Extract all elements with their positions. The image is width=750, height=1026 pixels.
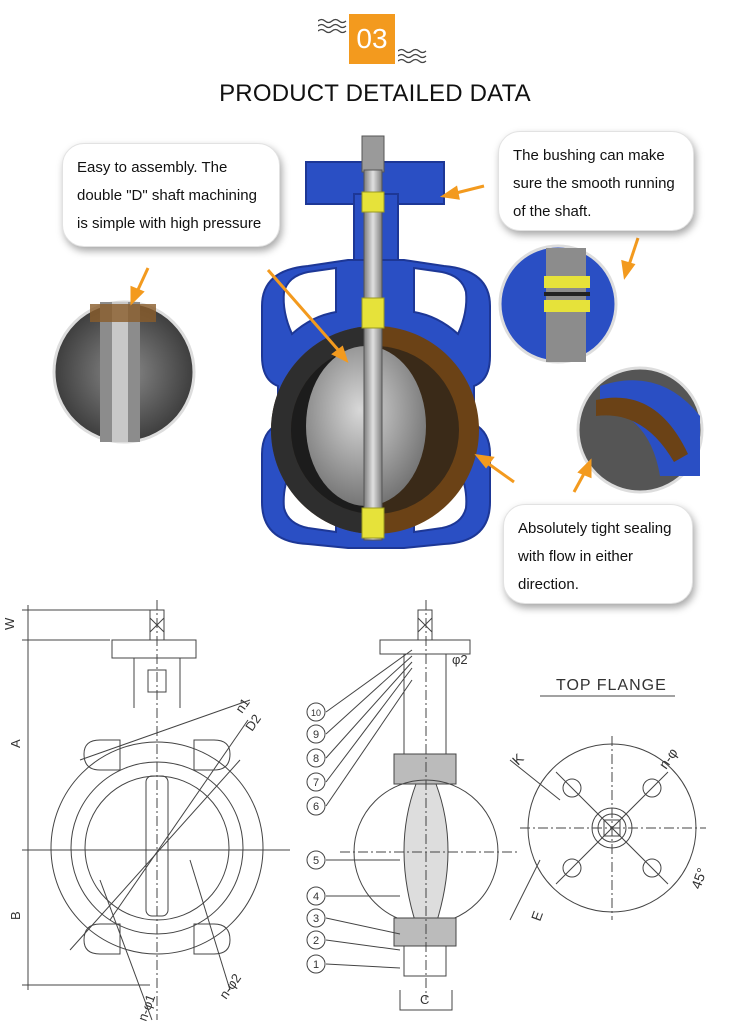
label-e: E (528, 909, 546, 923)
label-a: A (8, 739, 23, 748)
drawing-section-view (340, 600, 520, 1011)
callout-bushing-line-1: The bushing can make (513, 147, 665, 164)
part-leader-line (325, 963, 401, 969)
part-number-circle (306, 724, 326, 744)
part-number-circle (306, 908, 326, 928)
orange-arrows (130, 184, 640, 493)
callout-bushing-line-3: of the shaft. (513, 203, 592, 220)
valve-illustration (52, 135, 704, 549)
zoom-seal (576, 366, 704, 494)
zoom-shaft (52, 300, 196, 444)
part-number-circle (306, 954, 326, 974)
callout-sealing-line-2: with flow in either (518, 548, 634, 565)
label-n-phi2: n-φ2 (216, 971, 244, 1002)
part-number-label: 10 (311, 708, 321, 718)
callout-bushing: The bushing can make sure the smooth run… (498, 131, 694, 231)
callout-shaft-line-2: double "D" shaft machining (77, 187, 257, 204)
callout-sealing: Absolutely tight sealing with flow in ei… (503, 504, 693, 604)
callout-shaft-line-3: is simple with high pressure (77, 215, 262, 232)
callout-shaft-line-1: Easy to assembly. The (77, 159, 228, 176)
part-number-label: 9 (313, 729, 319, 741)
part-leader-line (325, 655, 413, 735)
label-n-phi: n-φ (655, 745, 680, 772)
top-flange-title: TOP FLANGE (556, 677, 667, 694)
part-leader-line (325, 661, 413, 759)
part-number-circle (306, 772, 326, 792)
part-number-label: 2 (313, 935, 319, 947)
part-number-circle (306, 886, 326, 906)
page-title: PRODUCT DETAILED DATA (219, 80, 531, 107)
part-number-circle (306, 748, 326, 768)
label-d2: D2 (242, 711, 264, 733)
label-n1: n1 (232, 695, 253, 715)
label-b: B (8, 911, 23, 920)
part-number-label: 4 (313, 891, 319, 903)
callout-shaft: Easy to assembly. The double "D" shaft m… (62, 143, 280, 247)
part-leader-line (325, 939, 401, 951)
part-number-circle (306, 850, 326, 870)
wave-decoration-right (398, 48, 427, 64)
part-leader-line (325, 917, 401, 935)
part-leader-line (325, 649, 413, 713)
part-number-circle (306, 702, 326, 722)
part-number-label: 6 (313, 801, 319, 813)
label-k: K (509, 750, 527, 768)
part-number-label: 5 (313, 855, 319, 867)
technical-drawings: W A B n1 D2 n-φ1 n-φ2 φ2 C 10 9 8 7 6 5 4 3 2 1 T… (2, 600, 710, 1023)
label-w: W (2, 617, 17, 630)
part-number-label: 7 (313, 777, 319, 789)
part-number-callouts: 10 9 8 7 6 5 4 3 2 1 (306, 649, 413, 974)
wave-decoration-left (318, 18, 347, 34)
part-number-label: 1 (313, 959, 319, 971)
drawing-front-view (22, 600, 290, 1021)
callout-bushing-line-2: sure the smooth running (513, 175, 675, 192)
label-phi2: φ2 (452, 652, 468, 667)
part-number-circle (306, 796, 326, 816)
drawing-top-flange (509, 695, 706, 921)
part-number-circle (306, 930, 326, 950)
part-number-label: 8 (313, 753, 319, 765)
part-number-label: 3 (313, 913, 319, 925)
zoom-bushing (498, 244, 618, 364)
callout-sealing-line-1: Absolutely tight sealing (518, 520, 672, 537)
label-c: C (420, 992, 429, 1007)
part-leader-line (325, 679, 413, 807)
label-n-phi1: n-φ1 (135, 992, 158, 1023)
section-number-badge: 03 (349, 14, 395, 64)
label-45-deg: 45° (688, 866, 710, 891)
callout-sealing-line-3: direction. (518, 576, 579, 593)
valve-body (261, 135, 491, 549)
part-leader-line (325, 667, 413, 783)
